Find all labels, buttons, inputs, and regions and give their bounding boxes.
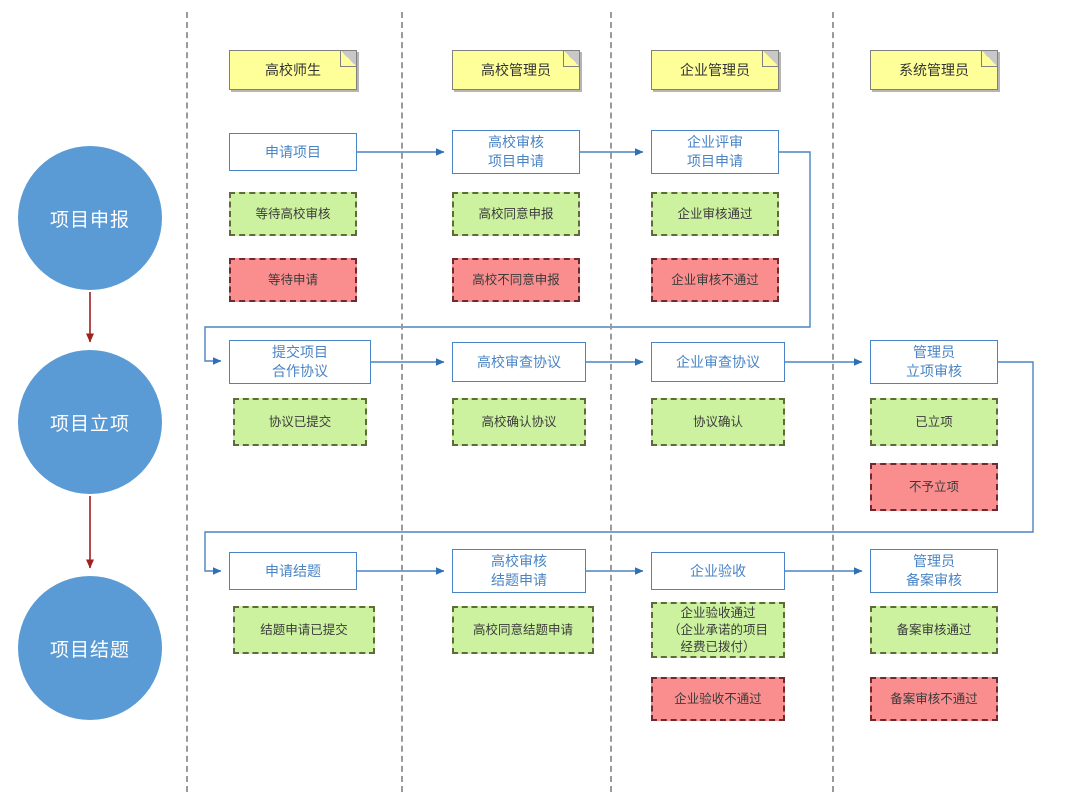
status-chip-positive[interactable]: 企业验收通过 （企业承诺的项目 经费已拨付） xyxy=(651,602,785,658)
status-chip-positive[interactable]: 等待高校审核 xyxy=(229,192,357,236)
process-box[interactable]: 企业评审 项目申请 xyxy=(651,130,779,174)
process-box[interactable]: 高校审核 项目申请 xyxy=(452,130,580,174)
phase-circle-label: 项目申报 xyxy=(49,209,130,231)
lane-divider-1 xyxy=(186,12,188,792)
status-chip-negative[interactable]: 等待申请 xyxy=(229,258,357,302)
phase-circle-label: 项目结题 xyxy=(49,639,130,661)
status-chip-positive[interactable]: 企业审核通过 xyxy=(651,192,779,236)
lane-header-label: 系统管理员 xyxy=(899,62,969,78)
process-box[interactable]: 企业审查协议 xyxy=(651,342,785,382)
page-fold-icon xyxy=(340,51,356,67)
lane-header-note-4[interactable]: 系统管理员 xyxy=(870,50,998,90)
status-chip-positive[interactable]: 已立项 xyxy=(870,398,998,446)
process-box[interactable]: 企业验收 xyxy=(651,552,785,590)
page-fold-icon xyxy=(762,51,778,67)
status-chip-negative[interactable]: 企业验收不通过 xyxy=(651,677,785,721)
status-chip-positive[interactable]: 结题申请已提交 xyxy=(233,606,375,654)
status-chip-positive[interactable]: 高校同意申报 xyxy=(452,192,580,236)
process-box[interactable]: 提交项目 合作协议 xyxy=(229,340,371,384)
lane-header-label: 高校师生 xyxy=(265,62,321,78)
status-chip-positive[interactable]: 高校同意结题申请 xyxy=(452,606,594,654)
process-box[interactable]: 高校审核 结题申请 xyxy=(452,549,586,593)
process-box[interactable]: 管理员 备案审核 xyxy=(870,549,998,593)
phase-circle-1[interactable]: 项目申报 xyxy=(18,146,162,290)
process-box[interactable]: 申请结题 xyxy=(229,552,357,590)
phase-circle-2[interactable]: 项目立项 xyxy=(18,350,162,494)
status-chip-positive[interactable]: 高校确认协议 xyxy=(452,398,586,446)
status-chip-positive[interactable]: 协议已提交 xyxy=(233,398,367,446)
process-box[interactable]: 高校审查协议 xyxy=(452,342,586,382)
phase-circle-label: 项目立项 xyxy=(49,413,130,435)
lane-divider-3 xyxy=(610,12,612,792)
status-chip-negative[interactable]: 企业审核不通过 xyxy=(651,258,779,302)
lane-divider-2 xyxy=(401,12,403,792)
lane-divider-4 xyxy=(832,12,834,792)
process-box[interactable]: 申请项目 xyxy=(229,133,357,171)
page-fold-icon xyxy=(981,51,997,67)
status-chip-negative[interactable]: 不予立项 xyxy=(870,463,998,511)
status-chip-positive[interactable]: 备案审核通过 xyxy=(870,606,998,654)
lane-header-note-1[interactable]: 高校师生 xyxy=(229,50,357,90)
lane-header-note-2[interactable]: 高校管理员 xyxy=(452,50,580,90)
status-chip-positive[interactable]: 协议确认 xyxy=(651,398,785,446)
status-chip-negative[interactable]: 高校不同意申报 xyxy=(452,258,580,302)
process-box[interactable]: 管理员 立项审核 xyxy=(870,340,998,384)
lane-header-note-3[interactable]: 企业管理员 xyxy=(651,50,779,90)
page-fold-icon xyxy=(563,51,579,67)
status-chip-negative[interactable]: 备案审核不通过 xyxy=(870,677,998,721)
lane-header-label: 高校管理员 xyxy=(481,62,551,78)
phase-circle-3[interactable]: 项目结题 xyxy=(18,576,162,720)
lane-header-label: 企业管理员 xyxy=(680,62,750,78)
